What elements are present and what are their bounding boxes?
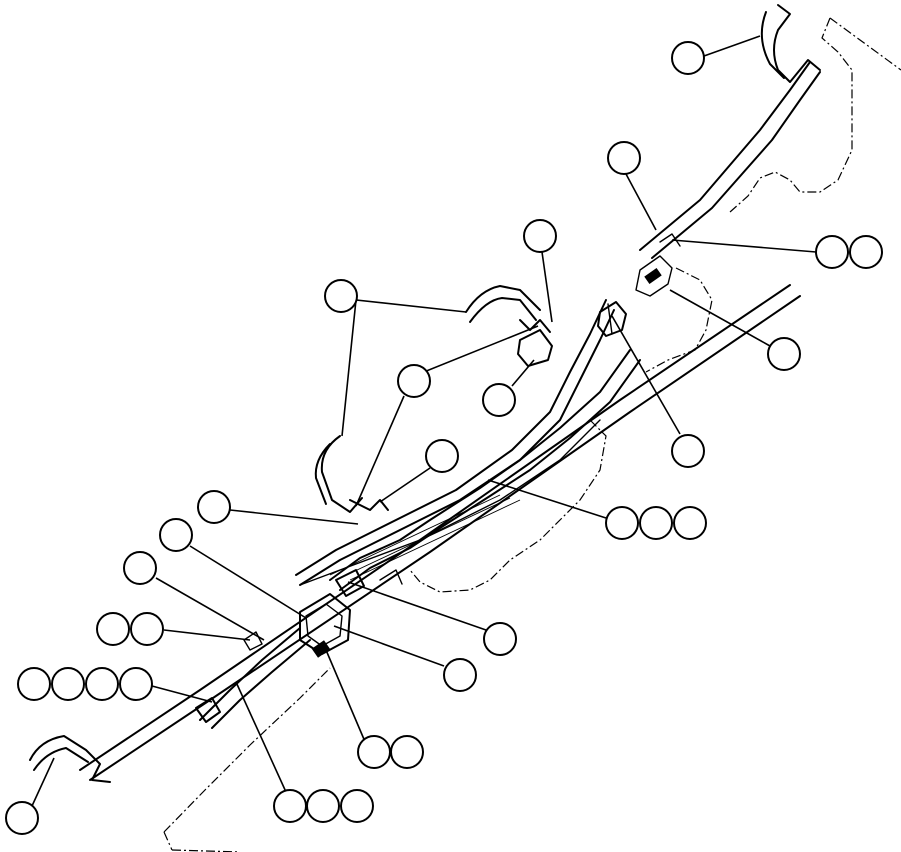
- callout-bubble: [815, 235, 849, 269]
- bracket-lower-mid: [335, 569, 403, 597]
- callout-bubble: [159, 518, 193, 552]
- callout-bubble: [197, 490, 231, 524]
- callout-bubble: [119, 667, 153, 701]
- callout-bubble: [673, 506, 707, 540]
- callout-bubble: [306, 789, 340, 823]
- bracket-center: [517, 329, 553, 367]
- clamp-mid: [465, 285, 551, 333]
- phantom-outline: [163, 17, 901, 852]
- callout-bubble: [390, 735, 424, 769]
- callout-bubble: [51, 667, 85, 701]
- bracket-upper-right: [635, 233, 681, 297]
- callout-bubble: [482, 383, 516, 417]
- callout-bubble: [397, 364, 431, 398]
- callout-bubble: [425, 439, 459, 473]
- clip-left-lower: [195, 631, 263, 723]
- callout-bubble: [671, 434, 705, 468]
- callout-bubbles: [5, 41, 883, 835]
- callout-bubble: [607, 141, 641, 175]
- callout-bubble: [357, 735, 391, 769]
- callout-bubble: [605, 506, 639, 540]
- callout-bubble: [96, 612, 130, 646]
- callout-bubble: [130, 612, 164, 646]
- callout-bubble: [85, 667, 119, 701]
- clamp-top: [760, 4, 821, 83]
- callout-bubble: [849, 235, 883, 269]
- callout-bubble: [340, 789, 374, 823]
- bolt-right: [597, 301, 627, 337]
- clamp-bottom: [29, 735, 111, 783]
- clamp-left-mid: [314, 435, 389, 513]
- bracket-lower-center: [299, 593, 351, 658]
- callout-bubble: [17, 667, 51, 701]
- callout-bubble: [273, 789, 307, 823]
- callout-bubble: [324, 279, 358, 313]
- callout-bubble: [767, 337, 801, 371]
- callout-bubble: [671, 41, 705, 75]
- callout-bubble: [443, 658, 477, 692]
- callout-bubble: [639, 506, 673, 540]
- callout-bubble: [483, 622, 517, 656]
- callout-bubble: [5, 801, 39, 835]
- callout-bubble: [123, 551, 157, 585]
- leader-lines: [31, 35, 817, 807]
- callout-bubble: [523, 219, 557, 253]
